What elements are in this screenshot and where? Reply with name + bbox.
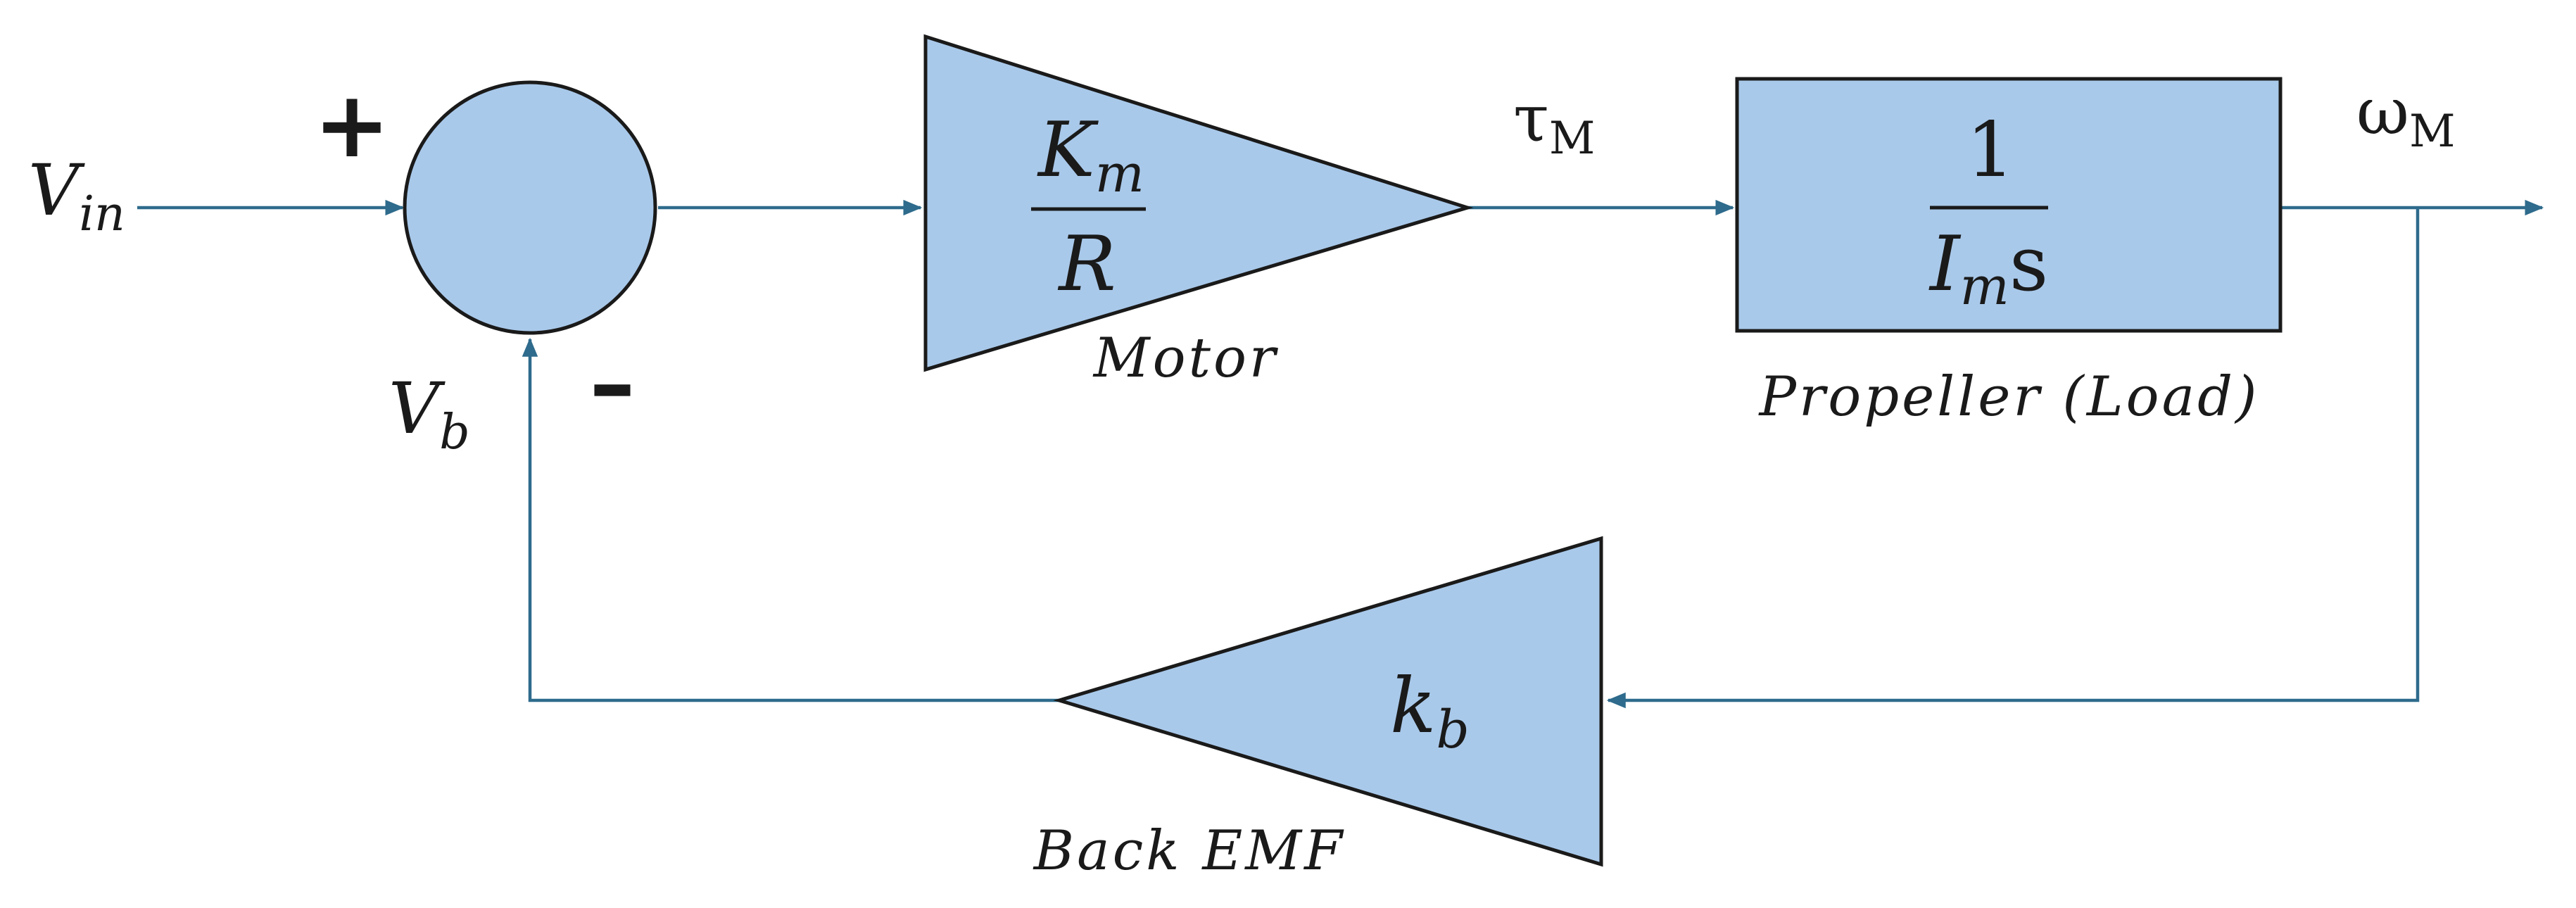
- load-numerator: 1: [1966, 106, 2015, 194]
- minus-sign: –: [590, 330, 636, 437]
- feedback-pickoff-wire: [1606, 208, 2420, 709]
- load-denominator: Ims: [1928, 220, 2048, 317]
- torque-label: τM: [1513, 81, 1595, 165]
- feedback-return-wire: [522, 337, 1059, 702]
- motor-caption: Motor: [1092, 327, 1279, 390]
- input-label: Vin: [28, 149, 125, 242]
- motor-denominator: R: [1057, 220, 1116, 308]
- back-emf-caption: Back EMF: [1033, 819, 1346, 883]
- plus-sign: +: [314, 71, 391, 178]
- load-caption: Propeller (Load): [1757, 365, 2259, 429]
- motor-numerator: Km: [1037, 106, 1144, 204]
- motor-gain-block: [923, 34, 1474, 372]
- summing-junction: [403, 80, 657, 335]
- feedback-label: Vb: [389, 367, 470, 460]
- propeller-load-block: [1735, 77, 2283, 333]
- back-emf-gain: kb: [1390, 662, 1470, 760]
- speed-label: ωM: [2356, 74, 2456, 158]
- back-emf-gain-block: [1053, 536, 1603, 867]
